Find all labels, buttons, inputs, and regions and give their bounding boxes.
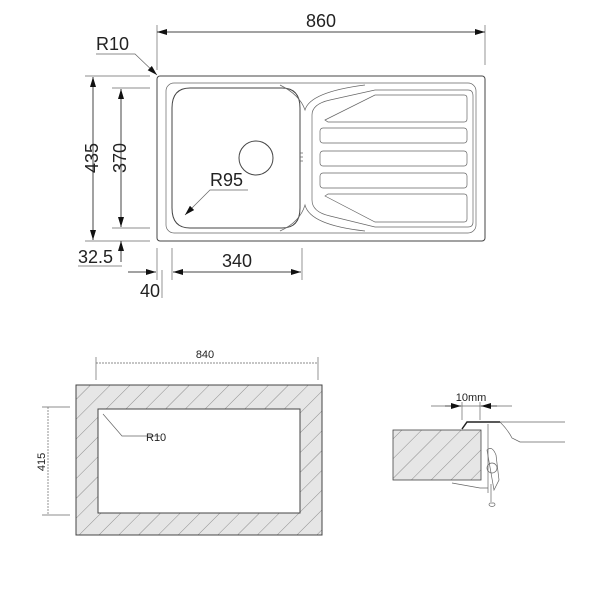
clamp-detail: 10mm xyxy=(392,392,565,507)
overall-width-label: 860 xyxy=(306,11,336,31)
overlap-label: 10mm xyxy=(456,392,487,404)
bowl-radius-label: R95 xyxy=(210,170,243,190)
overall-depth-label: 435 xyxy=(82,143,102,173)
bowl-width-label: 340 xyxy=(222,251,252,271)
sink-edge xyxy=(461,421,500,430)
countertop-section xyxy=(392,429,482,481)
cutout-hatched-frame xyxy=(75,384,323,536)
clamp-bracket xyxy=(451,424,489,493)
overflow-icon xyxy=(300,152,303,162)
sink-top-view: 860 435 370 32.5 340 40 R10 R95 xyxy=(78,11,486,301)
corner-radius-label: R10 xyxy=(96,34,129,54)
cutout-radius-label: R10 xyxy=(146,432,166,444)
drainer-grooves xyxy=(311,89,474,228)
bowl-rim-connector xyxy=(279,84,366,232)
cutout-depth-label: 415 xyxy=(36,453,48,471)
cutout-view: 840 415 R10 xyxy=(36,349,323,536)
clamp-screw-icon xyxy=(486,448,500,507)
cutout-width-label: 840 xyxy=(196,349,214,361)
bowl-depth-label: 370 xyxy=(110,143,130,173)
sink-outline xyxy=(156,75,486,242)
drain-hole xyxy=(238,140,274,176)
side-offset-label: 40 xyxy=(140,281,160,301)
sink-rim xyxy=(165,82,477,234)
front-offset-label: 32.5 xyxy=(78,247,113,267)
bowl xyxy=(171,87,301,229)
